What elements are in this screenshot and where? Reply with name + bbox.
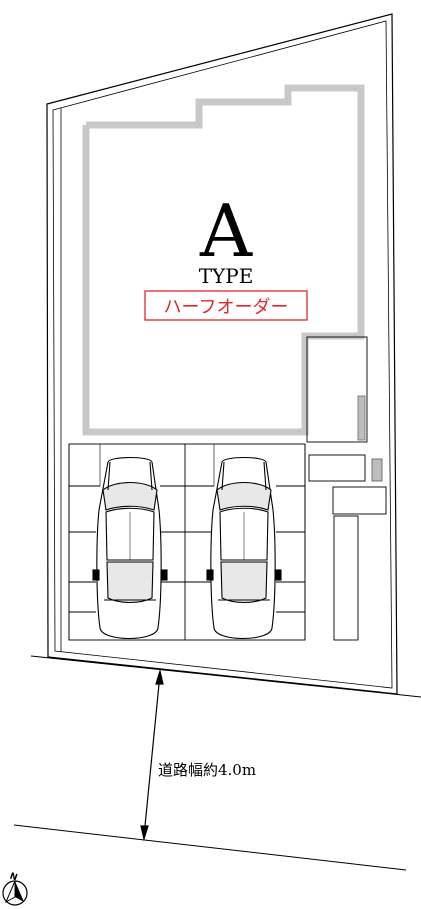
compass-icon: N (2, 872, 28, 906)
car-left (92, 456, 168, 640)
building-outline (82, 84, 365, 436)
type-letter: A (199, 189, 253, 273)
parking-area (68, 443, 306, 641)
order-badge-frame (144, 290, 308, 321)
car-right (206, 456, 282, 640)
order-badge: ハーフオーダー (164, 297, 289, 318)
compass-label: N (8, 872, 19, 884)
road-width-arrow (140, 668, 164, 842)
road-edges (13, 655, 421, 871)
road-width-label: 道路幅約4.0m (158, 761, 256, 779)
annex-structures (306, 336, 387, 641)
type-word: TYPE (199, 264, 254, 288)
